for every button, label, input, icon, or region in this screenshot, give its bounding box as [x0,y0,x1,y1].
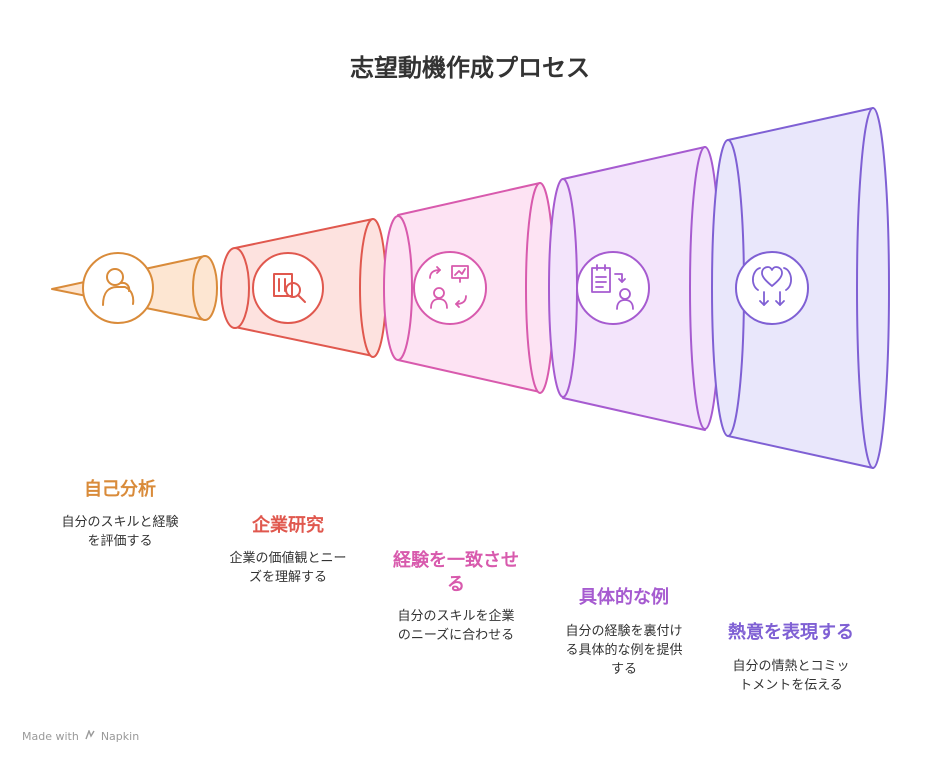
stage-5-description: 自分の情熱とコミッ トメントを伝える [711,657,871,695]
made-with-napkin-badge[interactable]: Made with Napkin [22,729,140,743]
document-person-icon [591,264,634,310]
stage-3-desc-line: のニーズに合わせる [397,628,515,643]
stage-4-description: 自分の経験を裏付け る具体的な例を提供 する [544,622,704,679]
stage-3-desc-line: 自分のスキルを企業 [397,609,515,624]
person-head-icon [102,268,135,306]
stage-5-icon-circle [735,251,809,325]
stage-1-desc-line: を評価する [87,534,153,549]
stage-4-title: 具体的な例 [579,587,669,608]
napkin-logo-icon [85,729,95,743]
stage-1-desc-line: 自分のスキルと経験 [61,515,179,530]
stage-5-desc-line: 自分の情熱とコミッ [732,659,850,674]
stage-2-title: 企業研究 [252,515,324,536]
stage-3-segment [383,182,555,394]
stage-1-title: 自己分析 [84,479,156,500]
stage-3-title-line: る [447,574,465,595]
match-presentation-icon [429,265,469,309]
stage-2-icon-circle [252,252,324,324]
building-search-icon [273,273,306,303]
stage-4-icon-circle [576,251,650,325]
stage-3-title: 経験を一致させ る [376,549,536,597]
stage-1-segment [51,252,218,324]
stage-4-desc-line: 自分の経験を裏付け [565,624,683,639]
stage-2-description: 企業の価値観とニー ズを理解する [208,549,368,587]
stage-3-icon-circle [413,251,487,325]
napkin-brand-label: Napkin [100,730,140,743]
stage-1-description: 自分のスキルと経験 を評価する [40,513,200,551]
stage-5-title: 熱意を表現する [728,622,854,643]
stage-2-desc-line: ズを理解する [248,570,327,585]
stage-3-title-line: 経験を一致させ [393,550,519,571]
diagram-title: 志望動機作成プロセス [350,54,590,82]
stage-4-segment [548,146,721,431]
made-with-label: Made with [22,730,79,743]
stage-3-description: 自分のスキルを企業 のニーズに合わせる [376,607,536,645]
stage-2-desc-line: 企業の価値観とニー [229,551,347,566]
heart-arrows-icon [752,266,792,306]
stage-4-desc-line: する [610,662,637,677]
stage-4-desc-line: る具体的な例を提供 [565,643,683,658]
stage-5-desc-line: トメントを伝える [739,678,843,693]
stage-5-segment [711,107,890,469]
stage-2-segment [220,218,387,358]
